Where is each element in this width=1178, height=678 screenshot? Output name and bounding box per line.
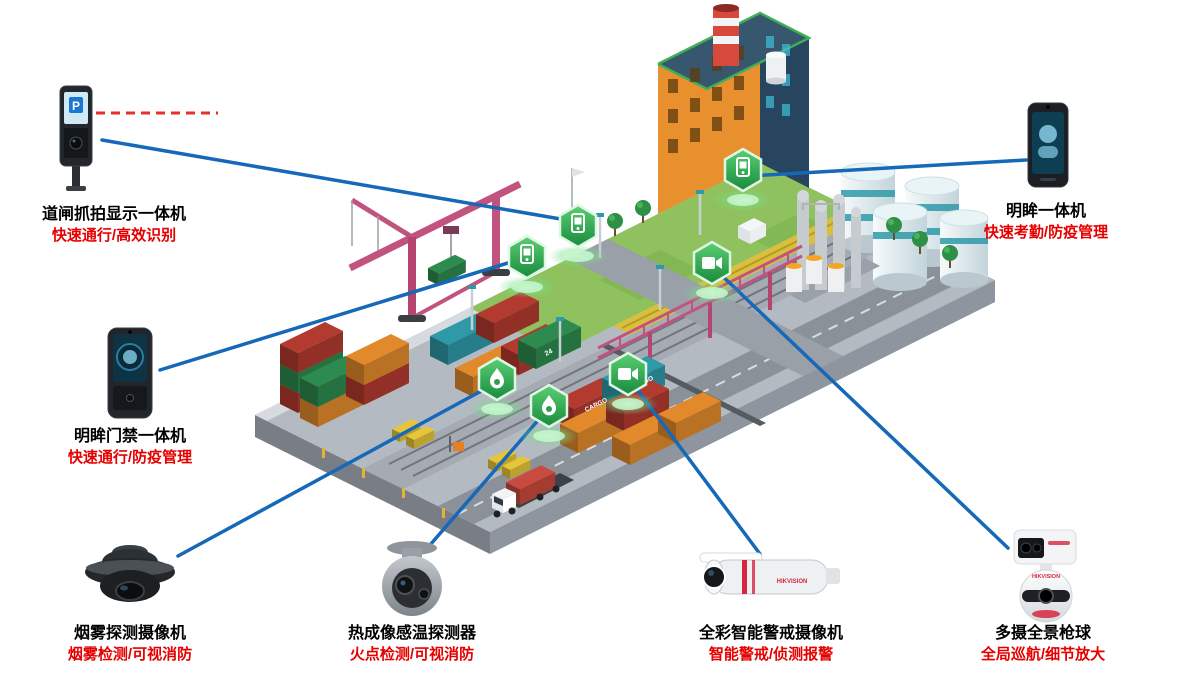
device-name: 明眸门禁一体机 [73, 428, 186, 445]
chimney [713, 4, 739, 66]
device-name: 热成像感温探测器 [347, 625, 476, 642]
svg-text:P: P [72, 99, 80, 113]
connector-line [176, 382, 496, 558]
trees [607, 200, 958, 268]
ptz-camera-device-image: HIKVISION [1013, 529, 1077, 623]
marker-access-control-icon [497, 234, 557, 298]
marker-flame-icon [467, 356, 527, 420]
device-feature: 火点检测/可视消防 [349, 646, 475, 664]
connector-line [746, 158, 1028, 178]
device-feature: 智能警戒/侦测报警 [708, 646, 834, 664]
marker-access-control-icon [713, 147, 773, 211]
device-label-warning-camera: 全彩智能警戒摄像机 智能警戒/侦测报警 [661, 624, 881, 664]
marker-flame-icon [519, 383, 579, 447]
device-feature: 快速考勤/防疫管理 [983, 224, 1109, 242]
thermal-camera-device-image [382, 541, 442, 616]
device-label-smoke-camera: 烟雾探测摄像机 烟雾检测/可视消防 [25, 624, 235, 664]
marker-access-control-icon [548, 203, 608, 267]
bollards [322, 448, 445, 518]
cross-road [568, 239, 843, 376]
device-name: 明眸一体机 [1005, 203, 1086, 220]
device-label-mingmou-access: 明眸门禁一体机 快速通行/防疫管理 [25, 427, 235, 467]
platform-side-left [255, 415, 490, 554]
flag-pole [571, 168, 585, 212]
device-name: 道闸抓拍显示一体机 [41, 206, 186, 223]
device-feature: 全局巡航/细节放大 [980, 646, 1106, 664]
device-name: 烟雾探测摄像机 [73, 625, 186, 642]
rooftop-tank [766, 51, 786, 85]
device-label-ptz: 多摄全景枪球 全局巡航/细节放大 [938, 624, 1148, 664]
port-illustration: 24 CARGO CARGO [255, 4, 995, 554]
process-columns [786, 190, 880, 303]
pallets [392, 419, 531, 480]
guard-house [738, 218, 766, 244]
device-label-mingmou-aio: 明眸一体机 快速考勤/防疫管理 [941, 202, 1151, 242]
connector-line [714, 268, 1010, 550]
connector-line [100, 138, 580, 224]
connector-line [158, 256, 526, 372]
truck [492, 465, 574, 518]
gantry-crane [348, 180, 522, 322]
camera-brand-label: HIKVISION [1032, 574, 1060, 580]
connector-lines [100, 138, 1028, 558]
device-label-thermal: 热成像感温探测器 火点检测/可视消防 [307, 624, 517, 664]
container-number: 24 [544, 348, 554, 358]
forklift [453, 442, 464, 451]
camera-brand-label: HIKVISION [777, 579, 808, 585]
device-label-barrier: 道闸抓拍显示一体机 快速通行/高效识别 [9, 205, 219, 245]
warning-camera-device-image: HIKVISION [699, 552, 840, 595]
marker-camera-icon [682, 240, 742, 304]
smoke-camera-device-image [85, 545, 175, 602]
mingmou-access-device-image [107, 327, 153, 419]
device-name: 多摄全景枪球 [994, 625, 1091, 642]
device-feature: 烟雾检测/可视消防 [67, 646, 193, 664]
mingmou-aio-device-image [1027, 102, 1069, 188]
device-feature: 快速通行/防疫管理 [67, 449, 193, 467]
device-feature: 快速通行/高效识别 [51, 227, 177, 245]
marker-camera-icon [598, 351, 658, 415]
barrier-capture-device-image: P [59, 85, 93, 191]
device-name: 全彩智能警戒摄像机 [698, 625, 843, 642]
